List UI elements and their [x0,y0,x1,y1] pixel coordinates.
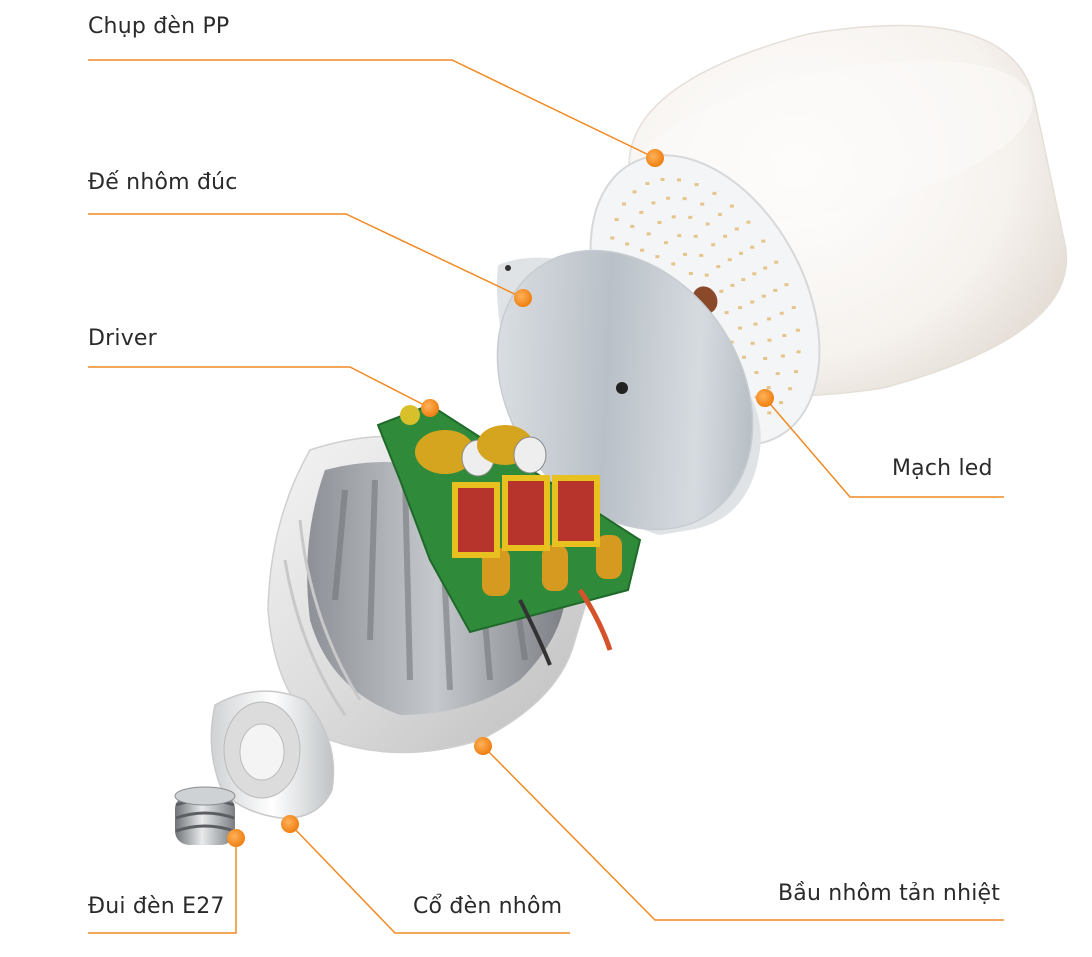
callout-dot-bau-nhom [474,737,492,755]
leader-line-dui-den [88,838,237,934]
driver-transformers [452,475,600,558]
aluminum-base-plate [496,249,761,535]
label-bau-nhom: Bầu nhôm tản nhiệt [778,881,1001,906]
callout-dot-chup-den [646,149,664,167]
label-de-nhom: Đế nhôm đúc [88,170,238,195]
callout-dot-de-nhom [514,289,532,307]
label-mach-led: Mạch led [892,456,993,481]
leader-line-bau-nhom [482,745,1004,921]
callout-dot-driver [421,399,439,417]
leader-line-de-nhom [88,213,524,299]
callout-dot-co-den [281,815,299,833]
aluminum-neck [210,690,335,819]
driver-capacitors [415,425,622,596]
label-driver: Driver [88,326,157,351]
callout-dots [227,149,774,847]
callout-dot-mach-led [756,389,774,407]
leader-line-co-den [289,823,570,934]
label-co-den: Cổ đèn nhôm [413,894,563,919]
label-chup-den: Chụp đèn PP [88,14,230,39]
label-dui-den: Đui đèn E27 [88,894,225,919]
leader-line-chup-den [88,59,656,159]
leader-line-driver [88,366,431,409]
e27-screw-socket [174,786,236,845]
callout-dot-dui-den [227,829,245,847]
leader-lines [88,59,1004,934]
driver-pcb [376,403,642,666]
leader-line-mach-led [764,397,1004,498]
